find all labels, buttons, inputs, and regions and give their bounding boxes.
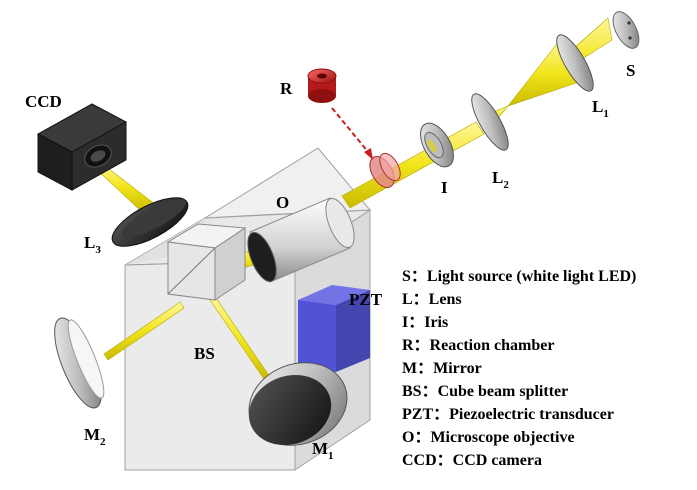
legend-item-pzt: PZT：Piezoelectric transducer <box>402 406 614 423</box>
legend-item-o: O：Microscope objective <box>402 429 575 446</box>
legend-item-r: R：Reaction chamber <box>402 337 554 354</box>
label-l1: L1 <box>592 97 609 120</box>
ccd-camera <box>36 103 128 191</box>
label-bs: BS <box>194 344 215 363</box>
pzt <box>298 285 370 372</box>
label-m2: M2 <box>84 425 106 448</box>
reaction-chamber-in-beam <box>369 152 401 189</box>
legend-item-s: S：Light source (white light LED) <box>402 268 636 285</box>
label-m1: M1 <box>312 439 334 462</box>
legend-item-i: I：Iris <box>402 314 448 331</box>
lens-l3 <box>111 197 189 247</box>
label-ccd: CCD <box>25 92 62 111</box>
label-s: S <box>626 61 635 80</box>
insertion-arrow <box>331 107 373 160</box>
reaction-chamber-r <box>307 68 337 103</box>
legend-item-ccd: CCD：CCD camera <box>402 452 542 469</box>
label-i: I <box>441 178 448 197</box>
label-o: O <box>276 193 289 212</box>
iris <box>420 122 454 168</box>
label-r: R <box>280 79 293 98</box>
legend-item-m: M：Mirror <box>402 360 482 377</box>
legend-item-bs: BS：Cube beam splitter <box>402 383 568 400</box>
label-l3: L3 <box>84 233 101 256</box>
legend-item-l: L：Lens <box>402 291 462 308</box>
mirror-m1 <box>248 362 348 446</box>
mirror-m2 <box>54 317 105 409</box>
lens-l2 <box>471 93 509 151</box>
label-pzt: PZT <box>349 290 383 309</box>
light-source <box>612 11 640 49</box>
legend: S：Light source (white light LED) L：Lens … <box>402 268 636 469</box>
label-l2: L2 <box>492 168 509 191</box>
microscope-objective <box>247 197 355 283</box>
component-labels: S L1 L2 I R CCD O L3 PZT BS M2 M1 <box>25 61 635 462</box>
lens-l1 <box>556 34 594 92</box>
beam-splitter <box>166 223 247 301</box>
